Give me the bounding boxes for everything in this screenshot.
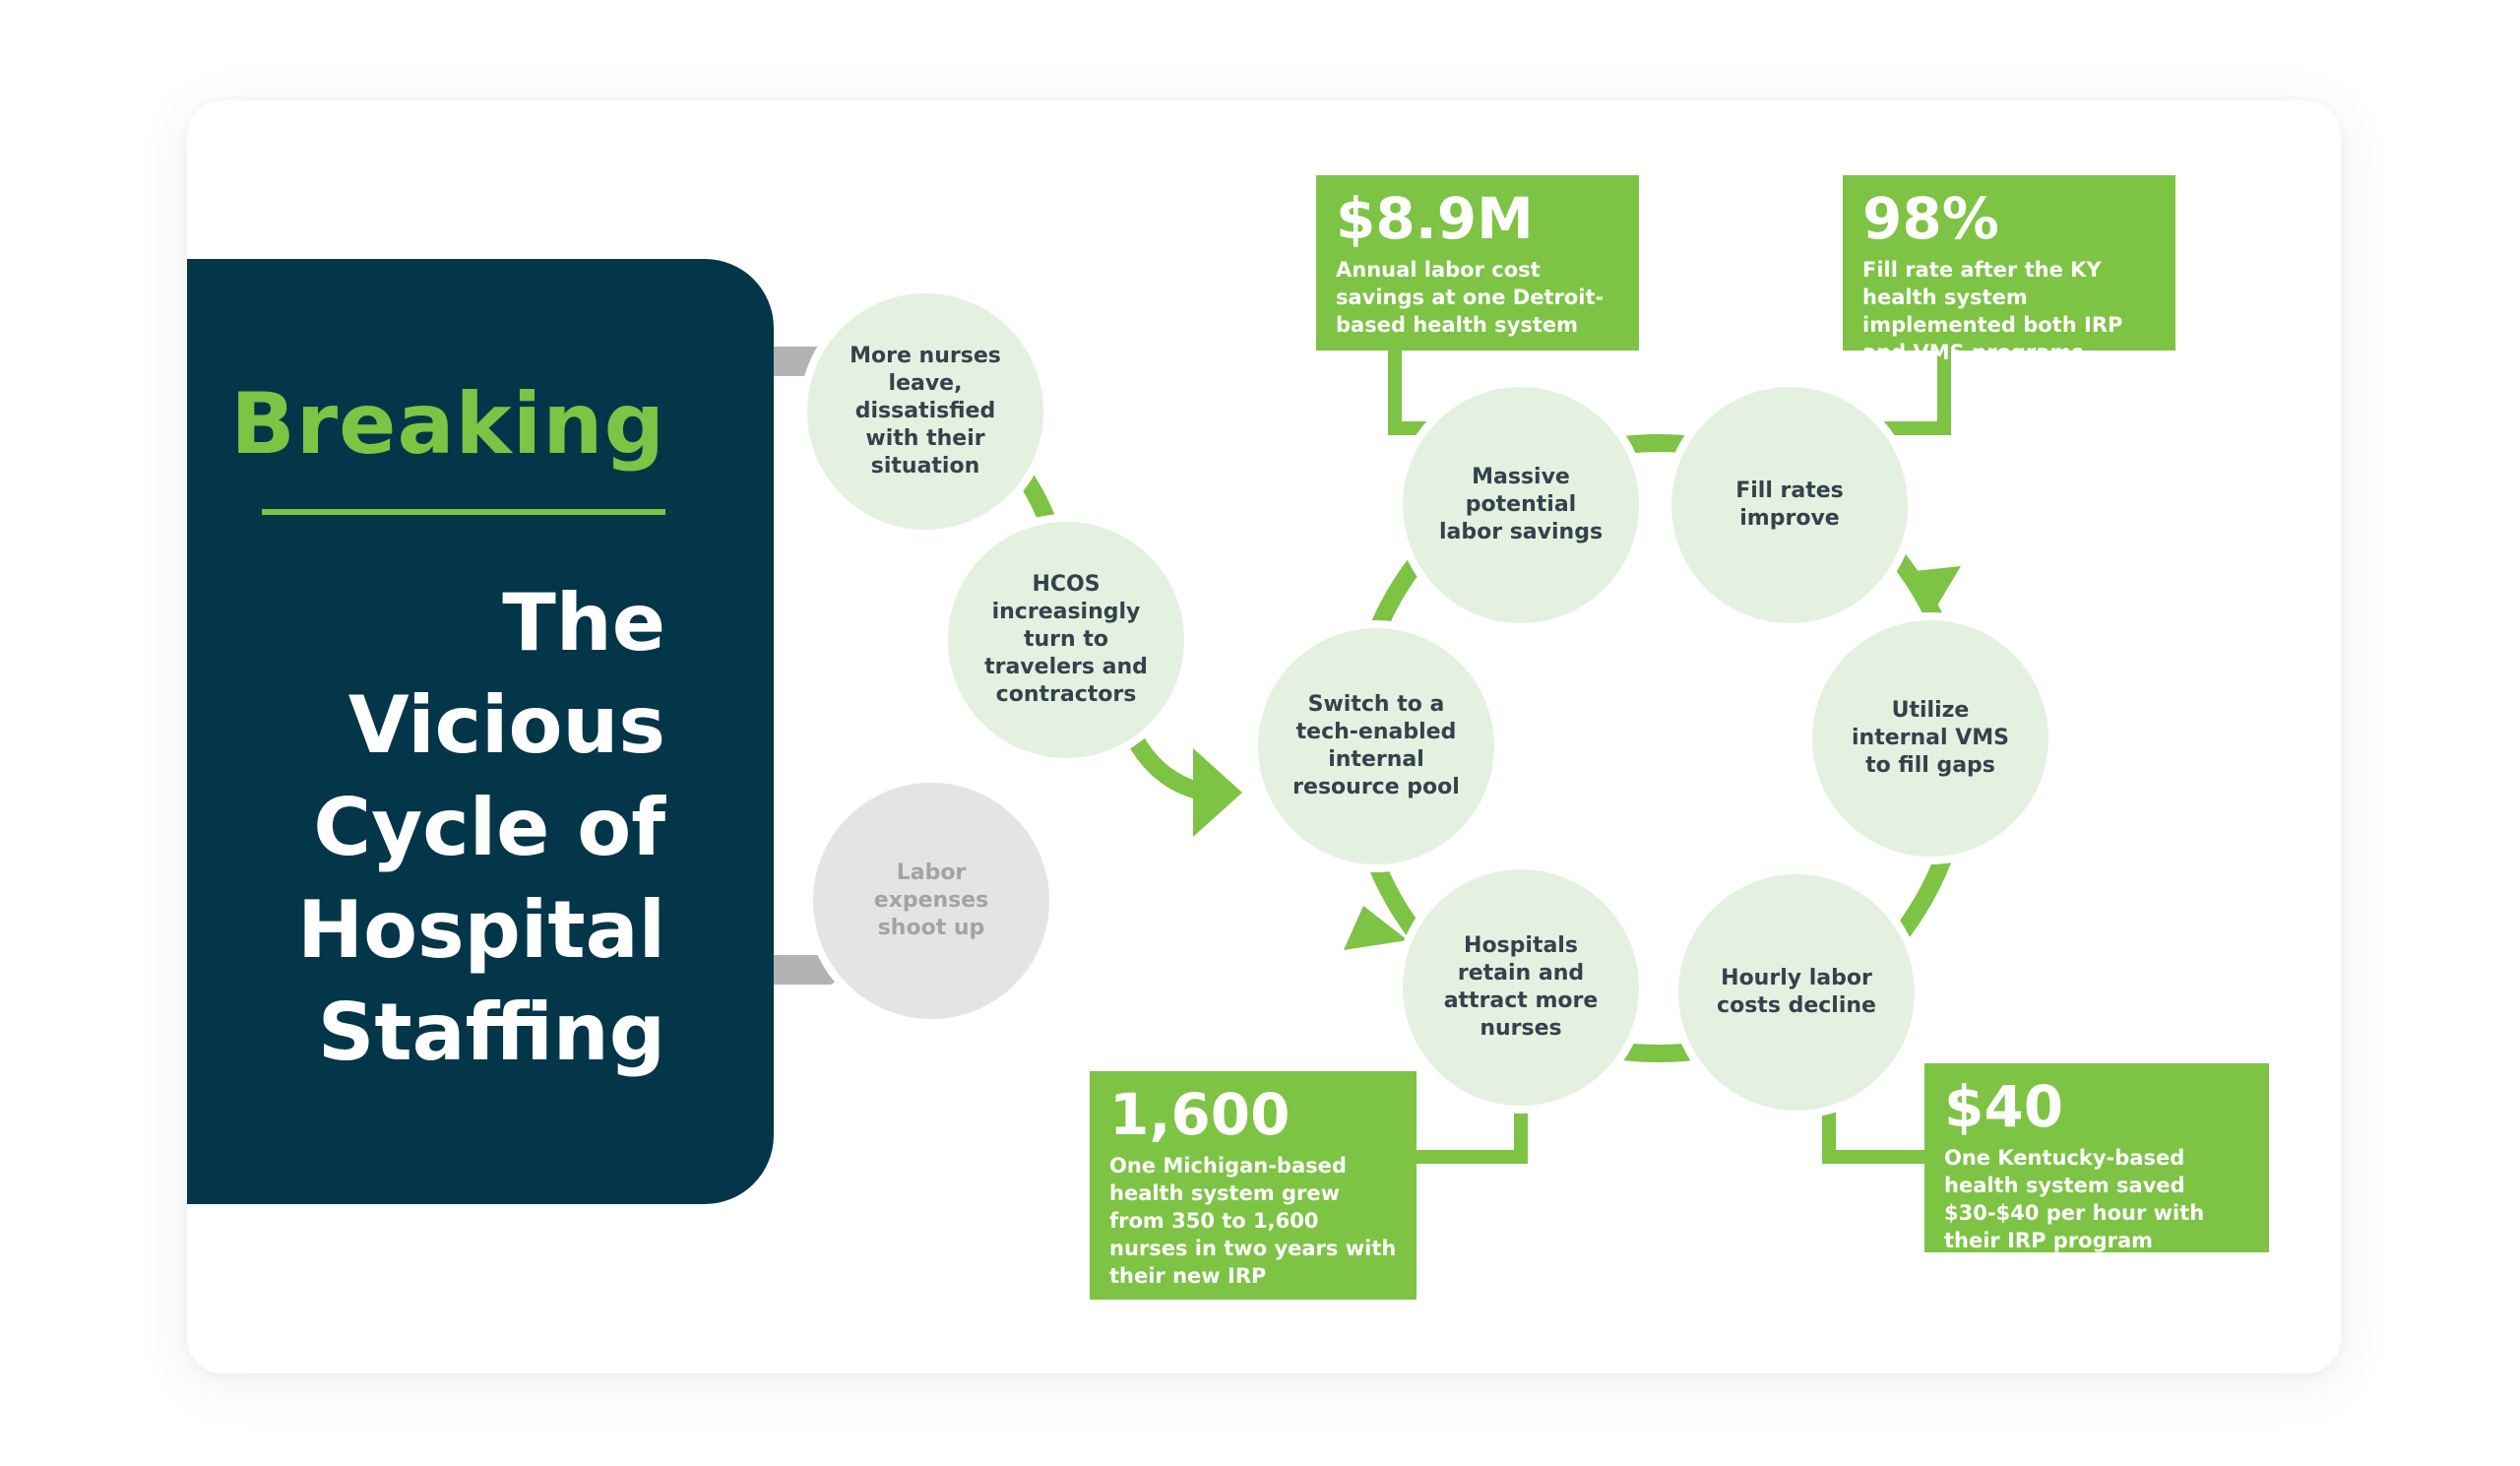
connector-hourly-stat bbox=[1822, 1103, 1929, 1164]
node-nurses-leave: More nurses leave, dissatisfied with the… bbox=[799, 286, 1051, 538]
heading-rule bbox=[262, 509, 665, 515]
stat-value: 98% bbox=[1862, 185, 1999, 252]
node-labor-expenses: Labor expenses shoot up bbox=[805, 775, 1057, 1027]
node-utilize-vms: Utilize internal VMS to fill gaps bbox=[1804, 612, 2056, 864]
node-hourly-costs: Hourly labor costs decline bbox=[1670, 866, 1922, 1118]
stat-labor-savings: $8.9M Annual labor cost savings at one D… bbox=[1316, 175, 1639, 351]
stat-value: $40 bbox=[1944, 1073, 2064, 1140]
connector-fill-stat bbox=[1882, 347, 1951, 435]
node-switch-internal-pool: Switch to a tech-enabled internal resour… bbox=[1250, 620, 1502, 872]
stat-value: $8.9M bbox=[1336, 185, 1534, 252]
arrowhead-utilize-to-fill bbox=[1915, 566, 1961, 615]
title-panel: Breaking The Vicious Cycle of Hospital S… bbox=[187, 259, 774, 1204]
main-title: The Vicious Cycle of Hospital Staffing bbox=[297, 577, 665, 1078]
node-labor-savings: Massive potential labor savings bbox=[1395, 379, 1647, 631]
stat-description: Annual labor cost savings at one Detroit… bbox=[1336, 258, 1605, 337]
connector-hospitals-stat bbox=[1413, 1103, 1528, 1164]
arrowhead-hcos-to-switch bbox=[1193, 748, 1242, 837]
stat-description: One Michigan-based health system grew fr… bbox=[1109, 1154, 1397, 1288]
arrowhead-switch-to-hospitals bbox=[1344, 906, 1408, 950]
stat-hourly-savings: $40 One Kentucky-based health system sav… bbox=[1924, 1063, 2269, 1252]
stat-value: 1,600 bbox=[1109, 1081, 1291, 1148]
stat-description: One Kentucky-based health system saved $… bbox=[1944, 1146, 2205, 1252]
stat-fill-rate: 98% Fill rate after the KY health system… bbox=[1843, 175, 2175, 364]
stat-nurses-grown: 1,600 One Michigan-based health system g… bbox=[1090, 1071, 1417, 1300]
node-hcos-turn-to-travelers: HCOS increasingly turn to travelers and … bbox=[940, 514, 1192, 766]
node-hospitals-retain: Hospitals retain and attract more nurses bbox=[1395, 861, 1647, 1114]
breaking-heading: Breaking bbox=[230, 375, 665, 474]
node-fill-rates: Fill rates improve bbox=[1664, 379, 1916, 631]
stat-description: Fill rate after the KY health system imp… bbox=[1862, 258, 2123, 364]
